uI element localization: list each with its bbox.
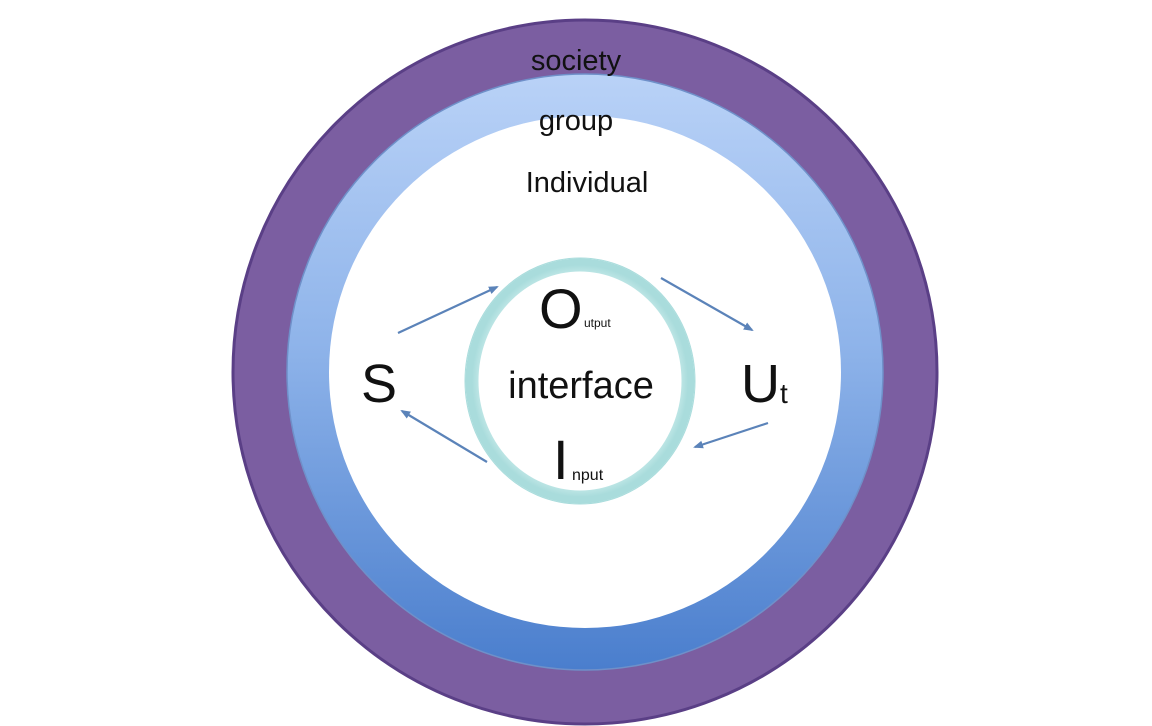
individual-label: Individual	[526, 167, 649, 199]
input-subscript: nput	[572, 467, 604, 484]
group-label: group	[539, 105, 613, 137]
arrow-system-to-output	[397, 286, 499, 334]
user-node-label: U	[741, 354, 780, 414]
output-subscript: utput	[584, 316, 611, 330]
input-initial: I	[553, 428, 569, 491]
user-node-subscript: t	[780, 378, 788, 409]
interface-ring-outline	[464, 257, 696, 505]
system-node-label: S	[361, 354, 397, 414]
interface-ring	[465, 258, 695, 504]
arrow-output-to-user	[660, 277, 754, 331]
arrow-input-to-system	[400, 409, 488, 463]
arrow-user-to-input	[693, 421, 769, 449]
interface-label: interface	[508, 365, 654, 407]
society-label: society	[531, 45, 622, 77]
output-initial: O	[539, 277, 583, 340]
